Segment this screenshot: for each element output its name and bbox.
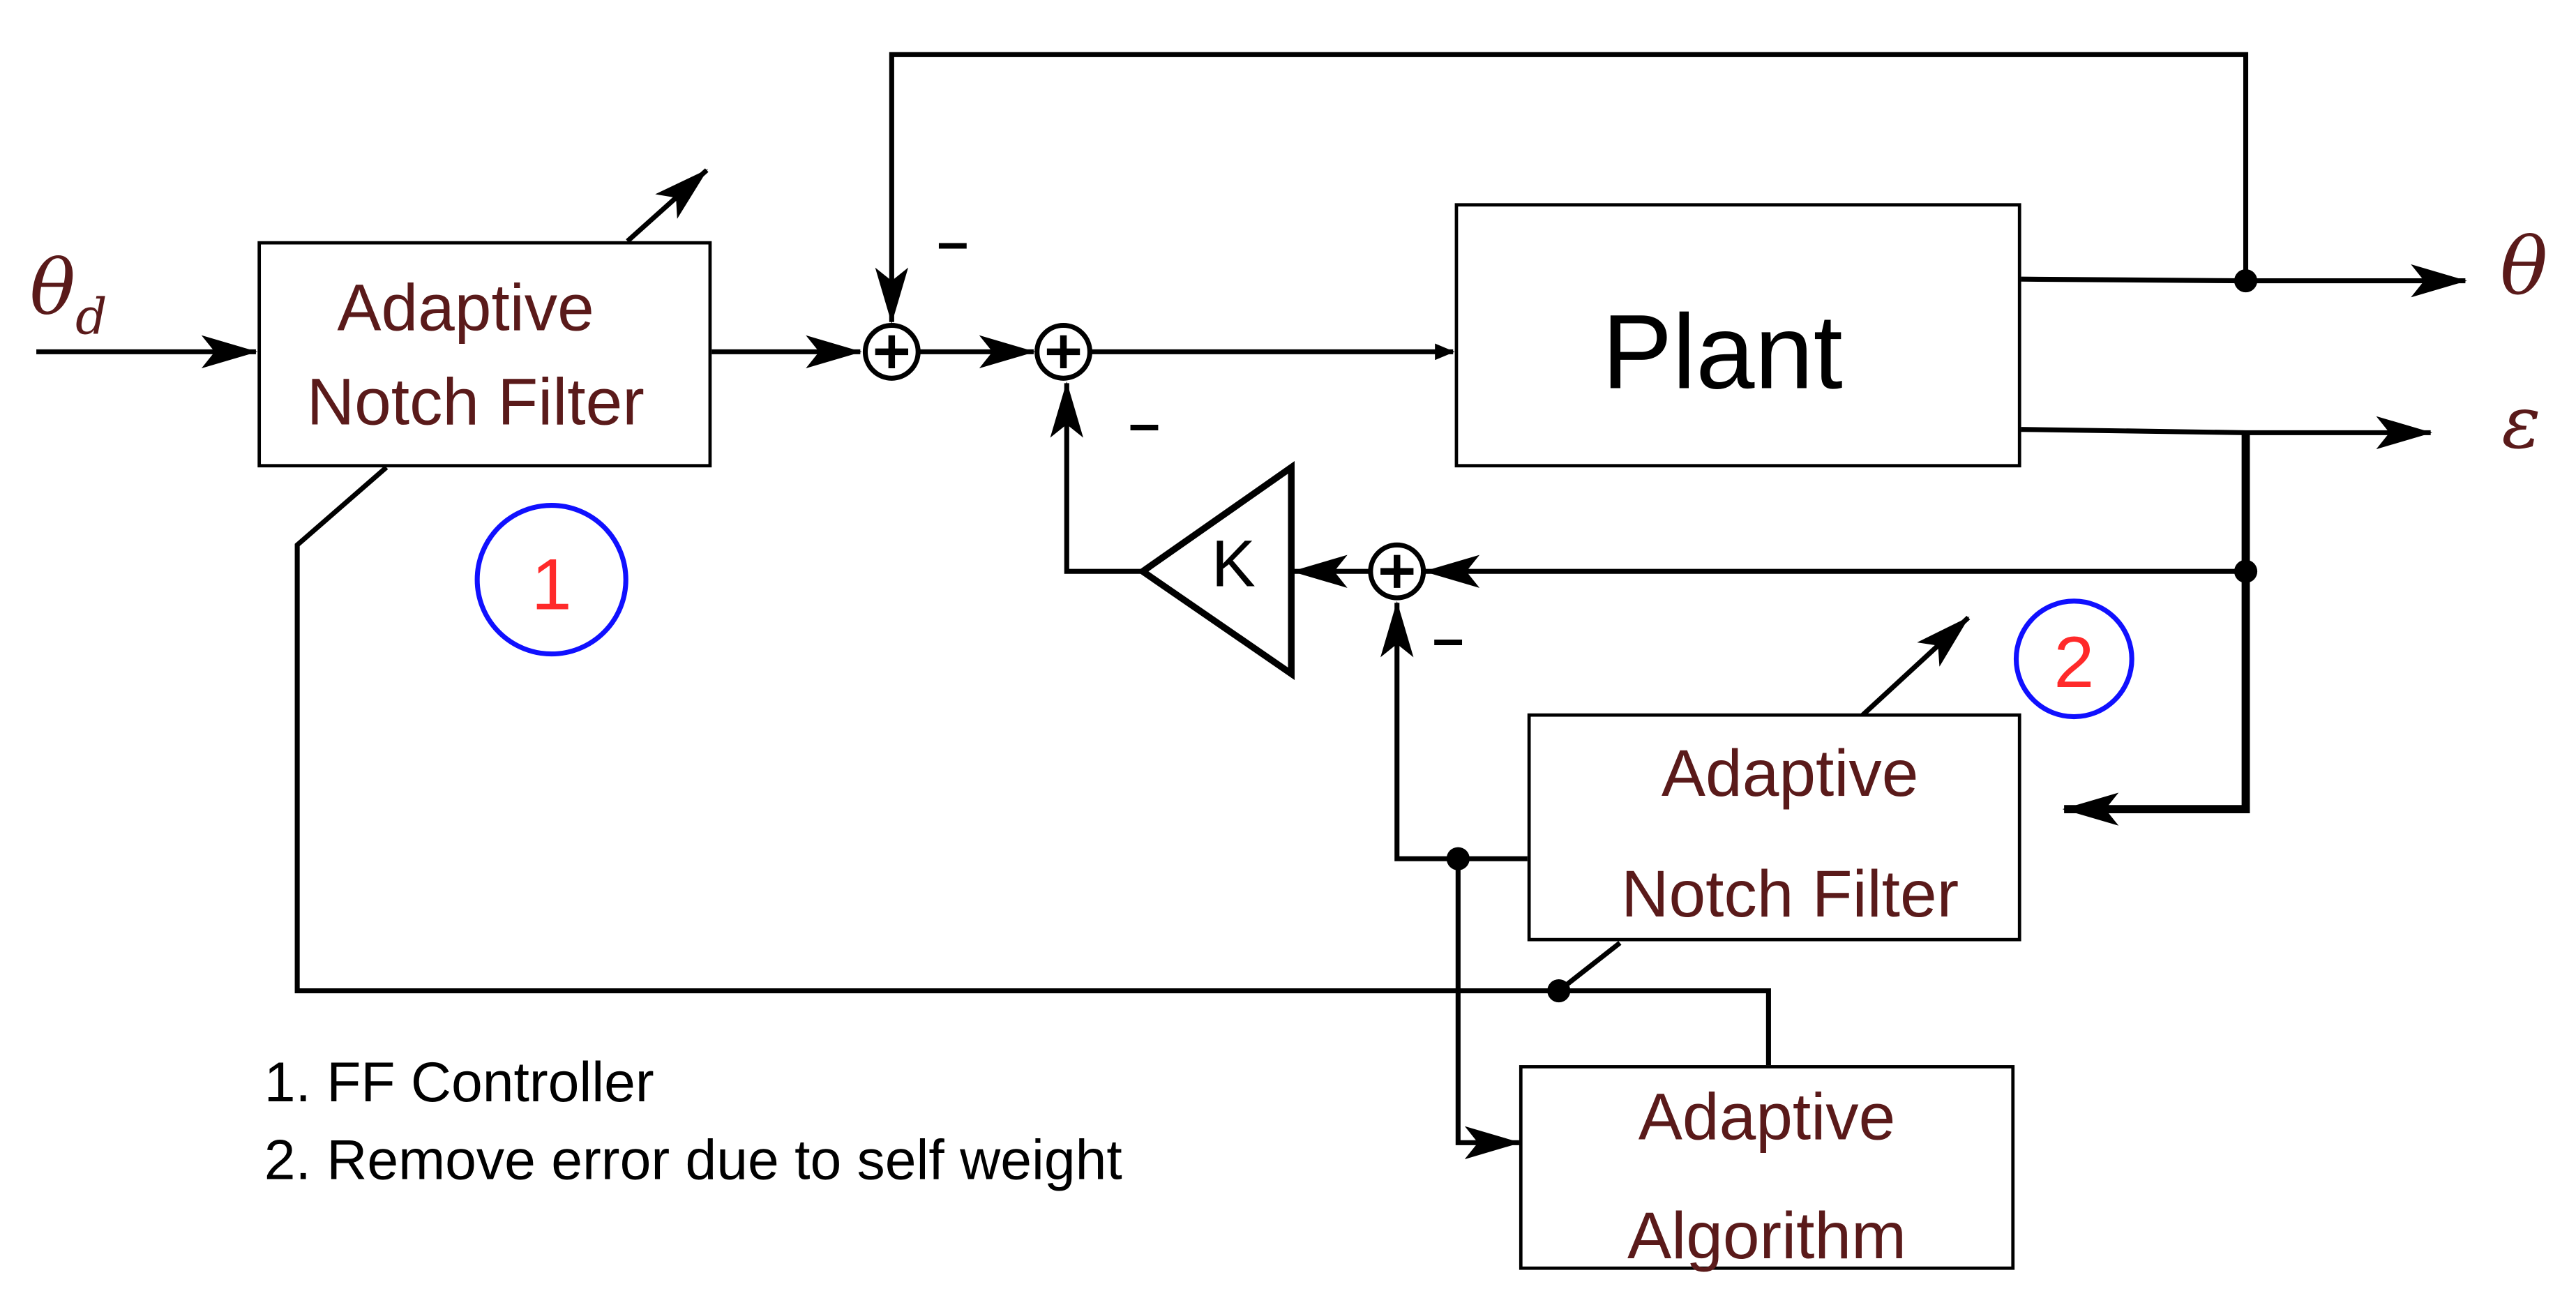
gain-block: [1136, 461, 1295, 681]
wire-eps-out: [2021, 416, 2433, 450]
anf2-label-line1: Adaptive: [1662, 737, 1919, 810]
algo-label-line2: Algorithm: [1627, 1199, 1906, 1273]
junction-anf2: [1446, 847, 1470, 870]
wire-theta-feedback: [875, 52, 2249, 324]
junction-bus: [1547, 979, 1571, 1003]
anf1-block: [257, 241, 712, 468]
wire-gain-sum2: [1050, 381, 1143, 574]
output-theta-label: θ: [2500, 221, 2547, 313]
junction-eps: [2234, 559, 2258, 583]
wire-anf2-adapt: [1557, 941, 1622, 993]
input-theta-d-label: θd: [30, 243, 107, 345]
badge-1: 1: [474, 502, 628, 657]
algo-block: [1519, 1065, 2015, 1270]
adapt-arrow-1: [626, 168, 709, 243]
badge-1-label: 1: [532, 545, 572, 626]
gain-label: K: [1212, 527, 1256, 601]
wire-anf2-sum3: [1380, 601, 1528, 861]
sum2-minus-sign: –: [1129, 393, 1160, 455]
sum-junction-2: [1034, 322, 1092, 381]
junction-theta: [2234, 269, 2258, 293]
anf1-label-line1: Adaptive: [337, 271, 594, 345]
anf1-label-line2: Notch Filter: [307, 365, 645, 439]
adapt-arrow-2: [1860, 615, 1971, 717]
note-2: 2. Remove error due to self weight: [264, 1129, 1122, 1191]
anf2-label-line2: Notch Filter: [1621, 857, 1959, 931]
output-epsilon-label: ε: [2501, 380, 2540, 465]
wire-eps-anf2: [2062, 432, 2250, 826]
sum-junction-1: [862, 322, 921, 381]
note-1: 1. FF Controller: [264, 1051, 654, 1114]
badge-2: 2: [2013, 598, 2134, 720]
wire-anf2-algo: [1455, 859, 1521, 1159]
sum-junction-3: [1368, 542, 1426, 601]
sum3-minus-sign: –: [1433, 607, 1464, 670]
wire-anf1-bus: [294, 465, 1771, 1066]
plant-label: Plant: [1602, 293, 1842, 411]
badge-2-label: 2: [2054, 622, 2094, 703]
plant-block: [1454, 203, 2021, 468]
algo-label-line1: Adaptive: [1639, 1080, 1896, 1154]
sum1-minus-sign: –: [937, 211, 969, 273]
anf2-block: [1527, 713, 2021, 942]
input-theta-symbol: θ: [30, 243, 76, 332]
input-theta-subscript: d: [75, 287, 107, 345]
